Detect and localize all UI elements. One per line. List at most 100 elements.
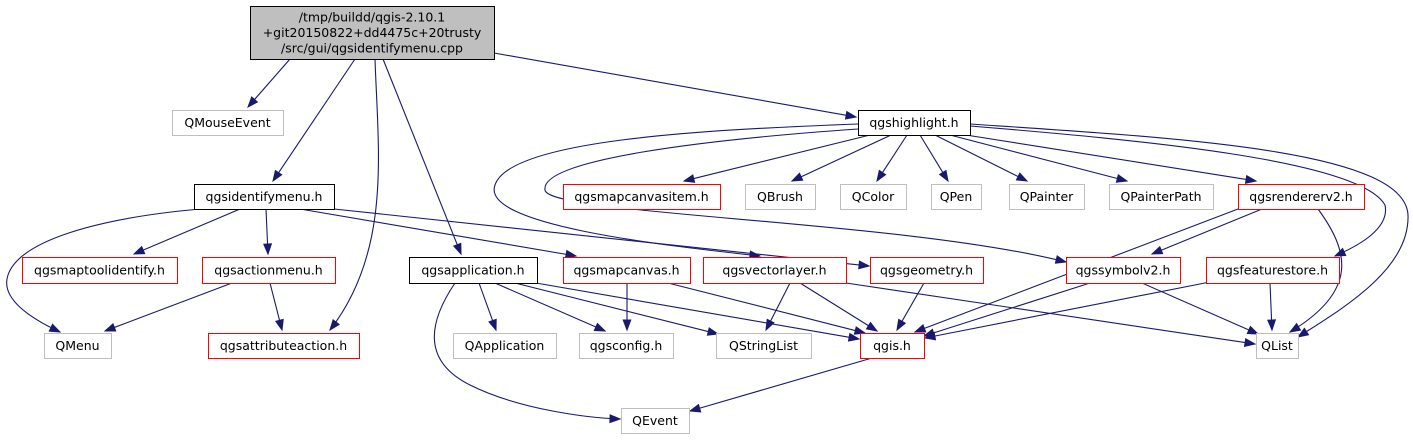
node-QPainter[interactable]: QPainter [1009, 184, 1085, 210]
edge-qgshighlight-to-qgssymbolv2 [544, 128, 1068, 264]
edge-arrowhead [1150, 245, 1164, 255]
node-label: qgsidentifymenu.h [206, 189, 323, 204]
edge-root-to-qgsapplication [382, 58, 462, 256]
node-box [409, 257, 538, 284]
node-QPen[interactable]: QPen [931, 184, 982, 210]
edge-qgsapplication-to-qgsconfig [494, 282, 607, 332]
edge-line [969, 125, 1387, 257]
edge-arrowhead [247, 96, 259, 109]
node-label: qgsattributeaction.h [220, 338, 347, 353]
node-label: QApplication [465, 338, 545, 353]
edge-arrowhead [858, 260, 871, 270]
node-QMenu[interactable]: QMenu [44, 333, 112, 359]
edge-qgshighlight-to-qgsmapcanvasitem [682, 134, 871, 183]
edge-line [6, 208, 201, 333]
edge-line [269, 282, 281, 322]
node-QList[interactable]: QList [1256, 333, 1299, 359]
edge-qgsidentifymenu-to-qgsgeometry [333, 208, 871, 270]
edge-qgsactionmenu-to-qgsattributeaction [269, 282, 284, 332]
node-label: qgis.h [873, 338, 911, 353]
node-qgsgeometry[interactable]: qgsgeometry.h [870, 257, 984, 284]
node-label: QPainter [1020, 189, 1074, 204]
edge-layer [6, 52, 1409, 424]
edge-arrowhead [274, 318, 284, 332]
edge-line [901, 282, 925, 323]
node-qgsvectorlayer[interactable]: qgsvectorlayer.h [703, 257, 847, 284]
node-QStringList[interactable]: QStringList [716, 333, 812, 359]
node-qgsrendererv2[interactable]: qgsrendererv2.h [1238, 184, 1365, 210]
node-label: /tmp/buildd/qgis-2.10.1 [299, 10, 445, 25]
edge-line [692, 134, 871, 180]
node-qgsattributeaction[interactable]: qgsattributeaction.h [208, 333, 360, 359]
edge-qgsvectorlayer-to-QList [845, 282, 1257, 347]
node-qgsmapcanvas[interactable]: qgsmapcanvas.h [563, 257, 691, 284]
node-QMouseEvent[interactable]: QMouseEvent [172, 110, 284, 136]
node-box [716, 333, 812, 359]
node-qgsfeaturestore[interactable]: qgsfeaturestore.h [1206, 257, 1340, 284]
edge-arrowhead [272, 169, 283, 183]
edge-arrowhead [609, 414, 622, 424]
node-QPainterPath[interactable]: QPainterPath [1109, 184, 1214, 210]
edge-qgsidentifymenu-to-qgsmaptoolidentify [132, 208, 241, 255]
node-label: QEvent [632, 413, 678, 428]
node-qgsapplication[interactable]: qgsapplication.h [409, 257, 538, 284]
node-qgshighlight[interactable]: qgshighlight.h [858, 110, 971, 136]
node-qgsmapcanvasitem[interactable]: qgsmapcanvasitem.h [563, 184, 721, 210]
edge-line [969, 123, 1409, 338]
edge-arrowhead [488, 318, 497, 332]
edge-arrowhead [688, 403, 702, 413]
node-qgsidentifymenu[interactable]: qgsidentifymenu.h [194, 184, 335, 210]
edge-arrowhead [923, 331, 937, 341]
node-qgis[interactable]: qgis.h [860, 333, 925, 359]
edge-line [667, 282, 857, 332]
node-label: /src/gui/qgsidentifymenu.cpp [281, 41, 463, 56]
edge-arrowhead [876, 169, 887, 183]
edge-line [1160, 208, 1263, 252]
node-QEvent[interactable]: QEvent [621, 408, 690, 434]
node-label: +git20150822+dd4475c+20trusty [263, 25, 482, 40]
node-box [579, 333, 674, 359]
node-QBrush[interactable]: QBrush [745, 184, 816, 210]
node-box [22, 257, 178, 284]
node-box [870, 257, 984, 284]
edge-arrowhead [1244, 174, 1258, 184]
edge-qgis-to-QEvent [688, 357, 873, 413]
edge-arrowhead [682, 174, 696, 183]
node-box [1009, 184, 1085, 210]
edge-line [698, 357, 873, 410]
node-box [858, 110, 971, 136]
edge-arrowhead [329, 318, 340, 332]
edge-root-to-qgsattributeaction [329, 58, 379, 332]
edge-arrowhead [865, 321, 879, 332]
node-box [563, 257, 691, 284]
node-qgsactionmenu[interactable]: qgsactionmenu.h [202, 257, 336, 284]
node-QApplication[interactable]: QApplication [453, 333, 557, 359]
edge-qgssymbolv2-to-QList [1141, 282, 1260, 335]
edge-line [934, 134, 1020, 178]
edge-arrowhead [896, 318, 907, 332]
node-qgsconfig[interactable]: qgsconfig.h [579, 333, 674, 359]
node-box [208, 333, 360, 359]
node-root[interactable]: /tmp/buildd/qgis-2.10.1+git20150822+dd44… [250, 6, 495, 60]
edge-arrowhead [103, 323, 117, 332]
edge-qgsfeaturestore-to-QList [1267, 282, 1277, 332]
edge-arrowhead [1267, 319, 1277, 332]
node-label: qgsmapcanvas.h [573, 263, 679, 278]
node-box [1066, 257, 1181, 284]
edge-arrowhead [844, 110, 858, 120]
node-label: QColor [852, 189, 895, 204]
node-label: QStringList [729, 338, 798, 353]
node-box [1206, 257, 1340, 284]
node-QColor[interactable]: QColor [840, 184, 907, 210]
node-box [840, 184, 907, 210]
edge-line [845, 282, 1247, 344]
edge-arrowhead [622, 319, 632, 332]
edge-line [769, 282, 791, 323]
edge-line [1289, 208, 1343, 333]
node-label: QList [1261, 338, 1293, 353]
edge-arrowhead [452, 242, 462, 256]
node-qgsmaptoolidentify[interactable]: qgsmaptoolidentify.h [22, 257, 178, 284]
node-qgssymbolv2[interactable]: qgssymbolv2.h [1066, 257, 1181, 284]
edge-arrowhead [1296, 327, 1310, 338]
edge-qgsmapcanvas-to-qgis [667, 282, 867, 335]
